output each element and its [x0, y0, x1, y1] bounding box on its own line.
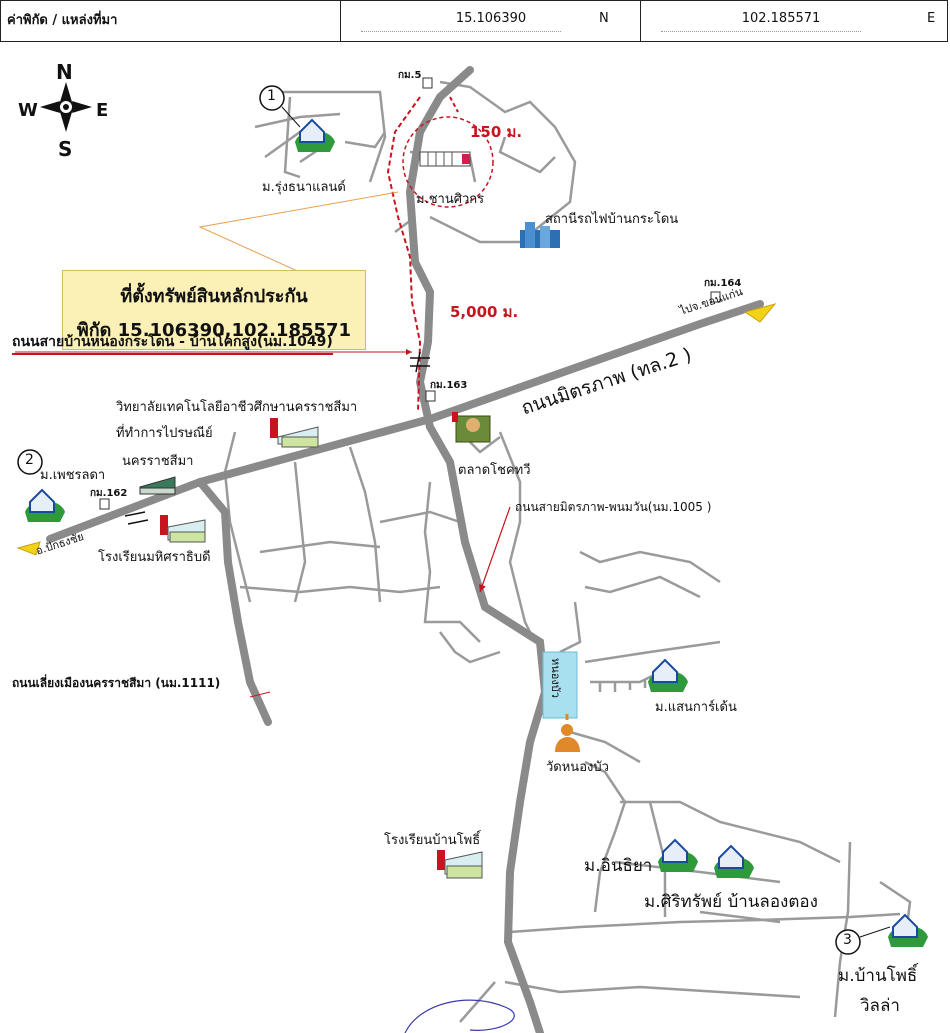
marker-1-line	[281, 106, 301, 128]
compass-e: E	[96, 100, 109, 121]
route-dashed	[386, 96, 422, 413]
house-icon	[295, 118, 335, 152]
college-label: วิทยาลัยเทคโนโลยีอาชีวศึกษานครราชสีมา	[116, 400, 358, 415]
school-bpho-label: โรงเรียนบ้านโพธิ์	[384, 833, 481, 848]
longitude-value: 102.185571	[741, 11, 821, 26]
train-station-icon	[520, 222, 560, 248]
longitude-cell: 102.185571 E	[641, 1, 947, 41]
school-icon	[437, 850, 483, 879]
marker-2-label: 2	[25, 452, 34, 468]
marker-3-line	[859, 926, 891, 938]
bypass-label: ถนนเลี่ยงเมืองนครราชสีมา (นม.1111)	[12, 676, 221, 690]
house-icon	[888, 913, 928, 947]
rungthanaland-label: ม.รุ่งธนาแลนด์	[262, 180, 346, 195]
property-callout: ที่ตั้งทรัพย์สินหลักประกัน พิกัด 15.1063…	[62, 270, 366, 350]
road1005-label: ถนนสายมิตรภาพ-พนมวัน(นม.1005 )	[515, 500, 712, 514]
location-map: N S W E 1 2 3 ที่ตั้งทรัพย์สินหลักประกัน…	[0, 42, 950, 1033]
temple-icon	[555, 714, 580, 752]
km-posts	[99, 77, 721, 510]
pond-label: หนองบัว	[549, 658, 562, 698]
house-icon	[714, 844, 754, 878]
house-icon	[648, 658, 688, 692]
house-icon	[25, 488, 65, 522]
compass-s: S	[58, 137, 73, 161]
market-icon	[452, 412, 491, 443]
petchlada-label: ม.เพชรลดา	[40, 468, 106, 483]
property-highlight	[462, 154, 470, 164]
road-break-marks	[124, 351, 430, 525]
scribble-mark	[404, 999, 515, 1033]
post-office-icon	[139, 476, 176, 495]
km5-label: กม.5	[398, 70, 422, 81]
compass-rose	[40, 82, 92, 132]
road1049-label: ถนนสายบ้านหนองกระโดน - บ้านโคกสูง(นม.104…	[12, 331, 333, 355]
latitude-direction: N	[599, 11, 609, 26]
post-office-label-1: ที่ทำการไปรษณีย์	[116, 426, 213, 441]
school-icon	[160, 515, 206, 543]
km163-label: กม.163	[430, 380, 468, 391]
arrow-to-pakthongchai	[16, 541, 41, 556]
dist150-label: 150 ม.	[470, 123, 523, 141]
bypass-pointer	[249, 691, 271, 698]
marker-3-circle	[835, 929, 861, 955]
coordinate-header: ค่าพิกัด / แหล่งที่มา 15.106390 N 102.18…	[0, 0, 948, 42]
latitude-dotline	[361, 31, 561, 32]
banpho-label: ม.บ้านโพธิ์	[838, 966, 918, 986]
compass-w: W	[18, 100, 38, 121]
marker-1-label: 1	[267, 88, 276, 104]
inthiya-label: ม.อินธิยา	[584, 856, 653, 876]
longitude-direction: E	[927, 11, 936, 26]
marker-3-label: 3	[843, 932, 852, 948]
marker-2-circle	[17, 449, 43, 475]
sirisap-label: ม.ศิริทรัพย์ บ้านลองตอง	[644, 892, 818, 912]
target-circle	[402, 116, 494, 208]
compass-n: N	[56, 60, 73, 84]
longitude-dotline	[661, 31, 861, 32]
wat-label: วัดหนองบัว	[546, 760, 609, 775]
pond-shape	[542, 651, 578, 719]
chanwithon-label: ม.ชานศิวกร	[416, 192, 485, 207]
sangarden-label: ม.แสนการ์เด้น	[655, 700, 737, 715]
arrow-to-khonkaen	[743, 303, 777, 323]
latitude-cell: 15.106390 N	[341, 1, 641, 41]
dist150-line	[449, 96, 459, 113]
marker-1-circle	[259, 85, 285, 111]
callout-title: ที่ตั้งทรัพย์สินหลักประกัน	[120, 286, 308, 307]
map-roads-svg	[15, 66, 928, 1033]
latitude-value: 15.106390	[455, 11, 527, 26]
dist5000-label: 5,000 ม.	[450, 303, 519, 321]
post-office-label-2: นครราชสีมา	[122, 454, 194, 469]
km162-label: กม.162	[90, 488, 128, 499]
callout-coords: พิกัด 15.106390,102.185571	[76, 320, 352, 341]
villa-label: วิลล่า	[860, 996, 900, 1016]
school-icon	[270, 418, 319, 448]
market-label: ตลาดโชคทวี	[458, 463, 531, 478]
km164-label: กม.164	[704, 278, 742, 289]
station-label: สถานีรถไฟบ้านกระโดน	[545, 212, 679, 227]
major-roads	[46, 66, 764, 1033]
house-icon	[658, 838, 698, 872]
property-plot-lines	[427, 152, 453, 166]
header-label: ค่าพิกัด / แหล่งที่มา	[7, 13, 118, 28]
school-mahisara-label: โรงเรียนมหิศราธิบดี	[98, 550, 211, 565]
road1005-pointer	[479, 506, 511, 593]
header-label-cell: ค่าพิกัด / แหล่งที่มา	[1, 1, 341, 41]
